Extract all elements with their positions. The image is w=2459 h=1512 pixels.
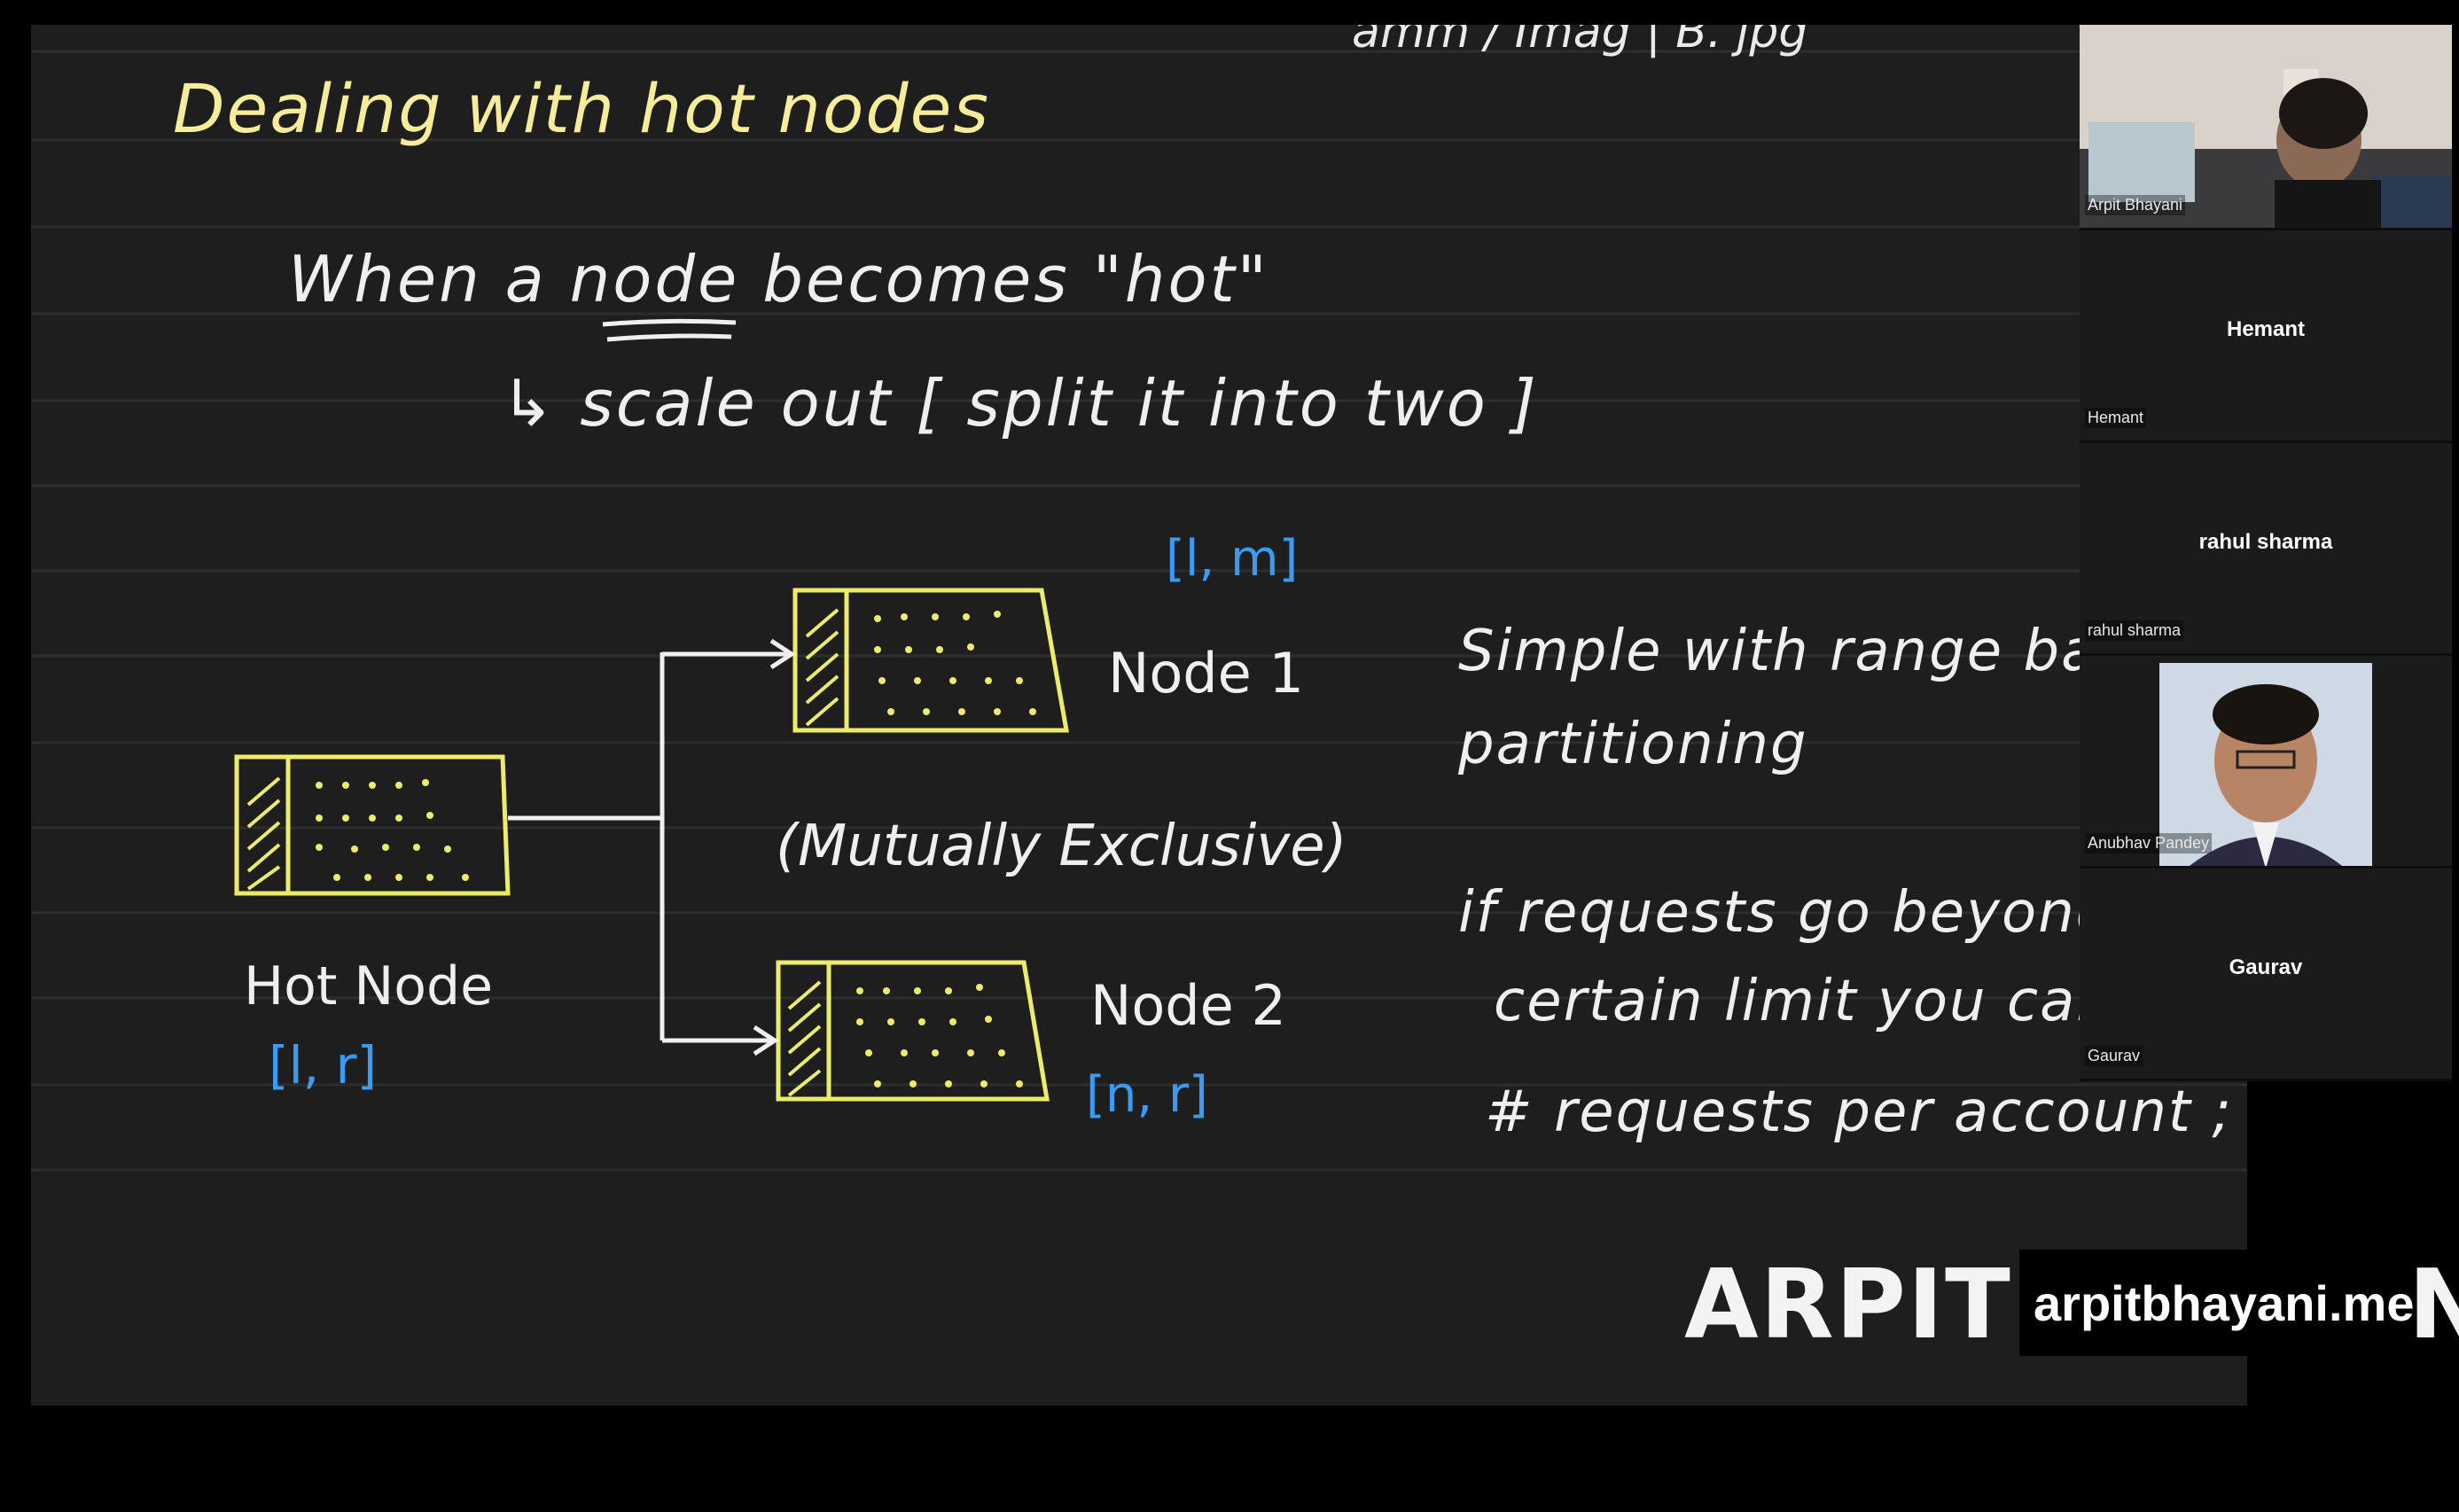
url-text: arpitbhayani.me — [2034, 1274, 2415, 1331]
participant-name-tag: Gaurav — [2085, 1046, 2143, 1066]
node2-range: [n, r] — [1086, 1066, 1208, 1124]
participant-name-tag: rahul sharma — [2085, 620, 2184, 641]
scale-out-statement: ↳ scale out [ split it into two ] — [501, 366, 1539, 440]
participant-tile-hemant[interactable]: Hemant Hemant — [2080, 238, 2452, 443]
side-note-line: certain limit you can — [1494, 969, 2114, 1034]
node2-label: Node 2 — [1090, 973, 1286, 1038]
hot-node-box — [234, 754, 511, 896]
side-note-line: Simple with range ba — [1458, 619, 2098, 684]
node1-range: [l, m] — [1166, 530, 1299, 588]
node2-box — [776, 960, 1050, 1102]
top-scribble-text: amm / Imag | B. jpg — [1352, 25, 1808, 58]
board-title: Dealing with hot nodes — [173, 69, 990, 148]
presenter-video — [2080, 25, 2452, 228]
side-note-line: partitioning — [1458, 712, 1808, 777]
participant-panel: Arpit Bhayani Hemant Hemant rahul sharma… — [2080, 25, 2452, 1081]
participant-display-name: rahul sharma — [2198, 530, 2333, 554]
participant-tile-arpit[interactable]: Arpit Bhayani — [2080, 25, 2452, 230]
participant-name-tag: Anubhav Pandey — [2085, 833, 2213, 853]
hot-node-label: Hot Node — [244, 955, 494, 1017]
participant-name-tag: Hemant — [2085, 408, 2147, 428]
participant-tile-rahul-sharma[interactable]: rahul sharma rahul sharma — [2080, 450, 2452, 656]
participant-display-name: Hemant — [2226, 317, 2306, 341]
participant-display-name: Gaurav — [2229, 955, 2303, 979]
participant-video — [2080, 663, 2452, 866]
whiteboard-canvas: amm / Imag | B. jpg Dealing with hot nod… — [31, 25, 2247, 1406]
url-banner: arpitbhayani.me — [2019, 1250, 2414, 1356]
node1-label: Node 1 — [1108, 641, 1304, 705]
participant-tile-anubhav-pandey[interactable]: Anubhav Pandey — [2080, 663, 2452, 869]
ruled-lines — [31, 50, 2247, 1172]
hot-node-range: [l, r] — [269, 1035, 378, 1095]
side-note-line: # requests per account ; — [1485, 1079, 2233, 1145]
participant-name-tag: Arpit Bhayani — [2085, 195, 2186, 215]
participant-tile-gaurav[interactable]: Gaurav Gaurav — [2080, 876, 2452, 1081]
node1-box — [792, 588, 1069, 733]
split-arrows — [508, 638, 796, 1056]
node-underline — [602, 318, 737, 342]
hot-node-statement: When a node becomes "hot" — [288, 242, 1269, 316]
side-note-line: if requests go beyond a — [1458, 880, 2170, 946]
mutually-exclusive-note: (Mutually Exclusive) — [776, 814, 1347, 879]
whiteboard-diagram — [31, 50, 2247, 1172]
